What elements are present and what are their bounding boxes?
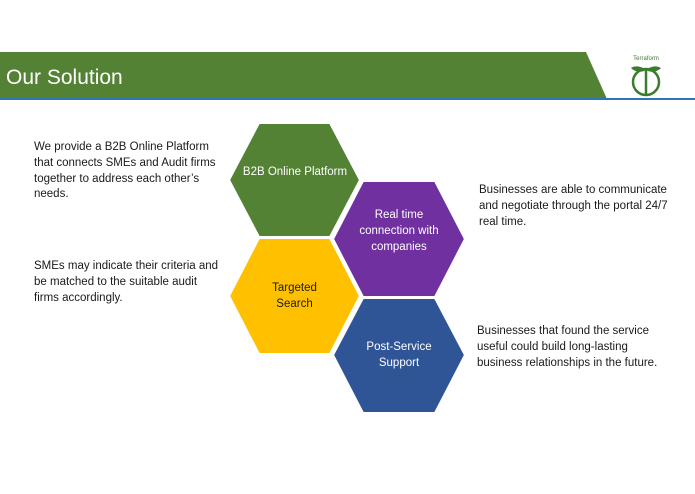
hexagon-real-time-connection-label: Real time connection with companies [359, 209, 439, 253]
hexagon-b2b-platform-label: B2B Online Platform [242, 166, 348, 178]
slide-title: Our Solution [6, 66, 123, 89]
realtime-text: Businesses are able to communicate and n… [479, 184, 668, 228]
intro-text: We provide a B2B Online Platform that co… [34, 141, 216, 201]
logo-text: Terraform [633, 56, 659, 62]
hexagon-post-service-support-label: Post-Service Support [366, 341, 432, 369]
title-banner [0, 52, 607, 99]
terraform-logo [626, 54, 666, 98]
hexagon-targeted-search-label: Targeted Search [272, 282, 317, 310]
criteria-text: SMEs may indicate their criteria and be … [34, 260, 219, 304]
support-text: Businesses that found the service useful… [477, 325, 658, 369]
header-rule [0, 98, 695, 100]
